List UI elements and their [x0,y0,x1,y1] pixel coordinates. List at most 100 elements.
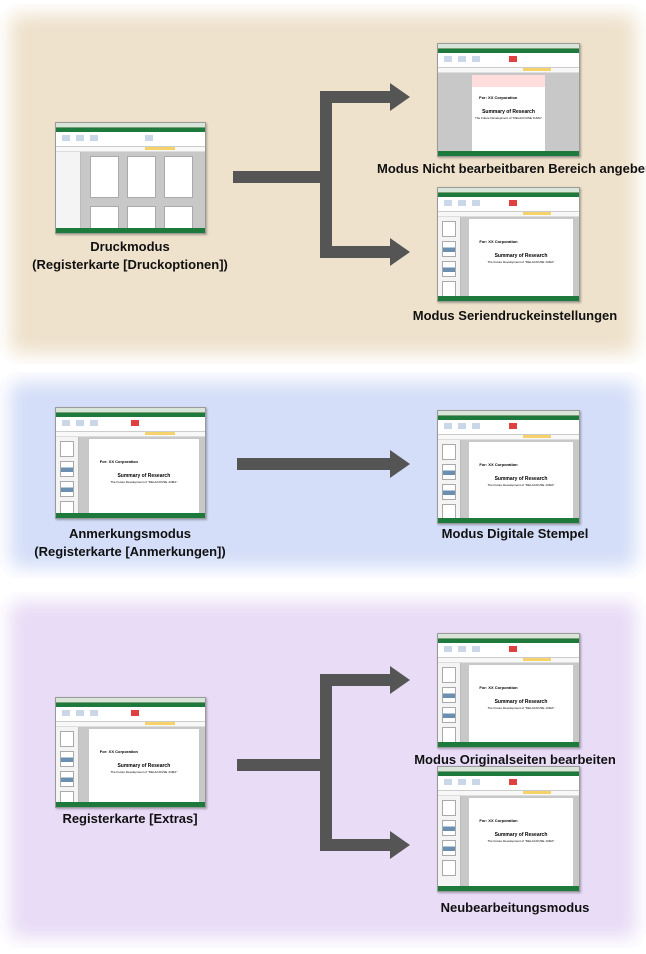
page-subtitle: The Future Development of "DELACOUSE JUM… [475,116,542,120]
arrow-stem [237,458,392,470]
status-bar [56,513,205,518]
page-subtitle: The Future Development of "DELACOUSE JUM… [487,706,555,710]
page-thumbnails-sidebar [56,437,79,517]
non-editable-area-caption: Modus Nicht bearbeitbaren Bereich angebe… [377,161,646,176]
ribbon [56,132,205,147]
page-title: Summary of Research [482,109,535,115]
arrow-head [390,666,410,694]
annotation-mode-caption: Anmerkungsmodus (Registerkarte [Anmerkun… [34,525,225,561]
status-bar [56,802,205,807]
page-subtitle: The Future Development of "DELACOUSE JUM… [487,260,555,264]
toolbar [438,435,579,440]
arrow-stem [233,171,330,183]
title-bar [56,698,205,703]
page-thumbnails-sidebar [438,663,461,743]
page-title: Summary of Research [494,832,548,838]
page-recipient: For: XX Corporation [479,818,518,823]
arrow-stem [237,759,330,771]
page-subtitle: The Future Development of "DELACOUSE JUM… [487,839,555,843]
title-bar [56,408,205,413]
title-bar [56,123,205,128]
page-thumbnails-sidebar [438,217,461,297]
page-title: Summary of Research [494,699,548,705]
arrow-head [390,831,410,859]
ribbon [56,417,205,432]
edit-original-pages-caption: Modus Originalseiten bearbeiten [414,752,616,767]
arrow-head [390,450,410,478]
page-subtitle: The Future Development of "DELACOUSE JUM… [110,770,178,774]
page-thumbnails-sidebar [438,796,461,886]
caption-line: Druckmodus [90,239,170,254]
title-bar [438,634,579,639]
status-bar [438,151,579,156]
page-grid [90,156,193,233]
re-edit-caption: Neubearbeitungsmodus [440,900,590,915]
page-title: Summary of Research [117,763,171,769]
arrow-branch-top [320,91,392,103]
page-thumbnails-sidebar [56,727,79,807]
page-subtitle: The Future Development of "DELACOUSE JUM… [487,483,555,487]
page-recipient: For: XX Corporation [479,685,518,690]
arrow-head [390,238,410,266]
merge-print-caption: Modus Seriendruckeinstellungen [412,308,618,323]
status-bar [438,742,579,747]
ribbon-tabs [438,772,579,776]
print-mode-caption: Druckmodus (Registerkarte [Druckoptionen… [32,238,228,274]
page-recipient: For: XX Corporation [99,459,139,464]
title-bar [438,411,579,416]
ribbon-tabs [438,416,579,420]
arrow-branch-bottom [320,246,392,258]
title-bar [438,188,579,193]
page-recipient: For: XX Corporation [99,749,139,754]
toolbar [56,722,205,727]
caption-line: Anmerkungsmodus [68,526,192,541]
page-recipient: For: XX Corporation [479,95,518,100]
arrow-head [390,83,410,111]
arrow-branch-top [320,674,392,686]
caption-line: (Registerkarte [Anmerkungen]) [34,544,226,559]
digital-stamp-caption: Modus Digitale Stempel [441,526,589,541]
ribbon-tabs [56,413,205,417]
toolbar [438,791,579,796]
print-mode-screenshot [55,122,206,234]
ribbon-tabs [438,193,579,197]
caption-line: (Registerkarte [Druckoptionen]) [32,257,228,272]
status-bar [438,518,579,523]
status-bar [438,296,579,301]
arrow-branch-bottom [320,839,392,851]
title-bar [438,44,579,49]
toolbar [56,147,205,152]
ribbon [56,707,205,722]
ribbon [438,197,579,212]
ribbon [438,643,579,658]
page-subtitle: The Future Development of "DELACOUSE JUM… [110,480,178,484]
ribbon-tabs [438,639,579,643]
ribbon-tabs [56,128,205,132]
title-bar [438,767,579,772]
arrow-branch-vertical [320,91,332,258]
toolbar [438,658,579,663]
page-title: Summary of Research [494,253,548,259]
status-bar [438,886,579,891]
toolbar [438,212,579,217]
ribbon [438,420,579,435]
ribbon-tabs [438,49,579,53]
